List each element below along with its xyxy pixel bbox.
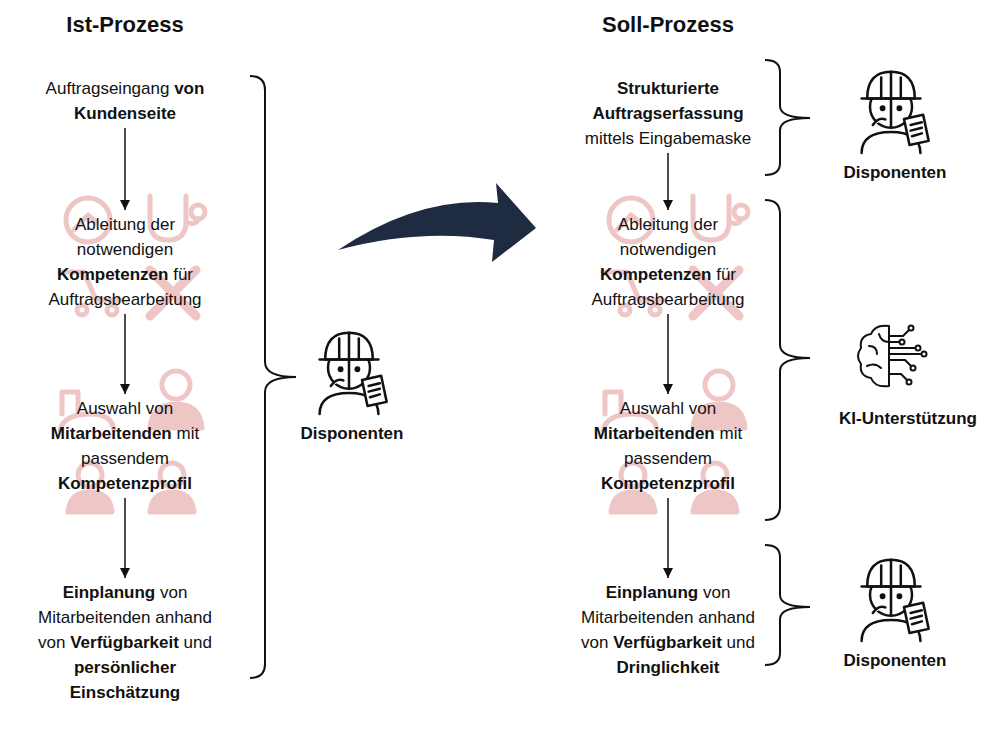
text-run: Auftragseingang	[46, 79, 175, 98]
text-run: anhand	[155, 608, 212, 627]
transition-arrow	[338, 183, 536, 262]
step-text: Auftragseingang von Kundenseite	[15, 76, 235, 126]
text-run: passendem	[624, 449, 712, 468]
text-run: von	[174, 79, 204, 98]
text-run: von	[146, 399, 173, 418]
text-run: notwendigen	[77, 240, 173, 259]
dispatcher-icon	[862, 72, 929, 153]
text-run: Verfügbarkeit	[613, 633, 726, 652]
curly-bracket	[765, 545, 810, 665]
text-run: notwendigen	[620, 240, 716, 259]
text-run: passendem	[81, 449, 169, 468]
curly-bracket	[250, 76, 296, 678]
text-run: Mitarbeitenden	[594, 424, 720, 443]
text-run: von	[689, 399, 716, 418]
text-run: Dringlichkeit	[617, 658, 720, 677]
dispatcher-icon	[320, 333, 387, 414]
text-run: Kompetenzprofil	[601, 474, 735, 493]
text-run: Einschätzung	[70, 683, 181, 702]
ai-brain-icon	[858, 326, 927, 387]
text-run: Mitarbeitenden	[581, 608, 698, 627]
process-step: Auswahl von Mitarbeitenden mit passendem…	[15, 396, 235, 496]
text-run: Auswahl	[620, 399, 689, 418]
step-text: Strukturierte Auftragserfassung mittels …	[558, 76, 778, 151]
text-run: von	[160, 583, 187, 602]
step-text: Auswahl von Mitarbeitenden mit passendem…	[558, 396, 778, 496]
text-run: der	[694, 215, 719, 234]
text-run: Kundenseite	[74, 104, 176, 123]
process-step: Auswahl von Mitarbeitenden mit passendem…	[558, 396, 778, 496]
text-run: Ableitung	[75, 215, 151, 234]
section-title: Soll-Prozess	[602, 11, 734, 39]
text-run: Strukturierte	[617, 79, 719, 98]
role-label: KI-Unterstützung	[839, 407, 977, 430]
flow-arrow	[667, 498, 669, 578]
text-run: für	[716, 265, 736, 284]
text-run: für	[173, 265, 193, 284]
flow-arrow	[667, 153, 669, 210]
role-label: Disponenten	[844, 161, 947, 184]
text-run: mittels	[585, 129, 639, 148]
flow-arrow	[124, 314, 126, 394]
flow-arrow	[124, 498, 126, 578]
text-run: Auswahl	[77, 399, 146, 418]
text-run: und	[184, 633, 212, 652]
step-text: Ableitung der notwendigen Kompetenzen fü…	[558, 212, 778, 312]
role-label: Disponenten	[844, 649, 947, 672]
process-step: Ableitung der notwendigen Kompetenzen fü…	[558, 212, 778, 312]
text-run: von	[38, 633, 70, 652]
text-run: Auftragserfassung	[592, 104, 743, 123]
text-run: mit	[719, 424, 742, 443]
process-step: Strukturierte Auftragserfassung mittels …	[558, 76, 778, 151]
text-run: von	[703, 583, 730, 602]
flow-arrow	[667, 314, 669, 394]
text-run: Mitarbeitenden	[38, 608, 155, 627]
text-run: Verfügbarkeit	[70, 633, 183, 652]
role-label: Disponenten	[301, 422, 404, 445]
text-run: Eingabemaske	[639, 129, 751, 148]
text-run: Auftragsbearbeitung	[591, 290, 744, 309]
process-step: Ableitung der notwendigen Kompetenzen fü…	[15, 212, 235, 312]
step-text: Ableitung der notwendigen Kompetenzen fü…	[15, 212, 235, 312]
text-run: und	[727, 633, 755, 652]
text-run: von	[581, 633, 613, 652]
text-run: Auftragsbearbeitung	[48, 290, 201, 309]
dispatcher-icon	[862, 560, 929, 641]
process-step: Einplanung von Mitarbeitenden anhand von…	[558, 580, 778, 680]
process-step: Auftragseingang von Kundenseite	[15, 76, 235, 126]
text-run: Kompetenzen	[600, 265, 716, 284]
process-step: Einplanung von Mitarbeitenden anhand von…	[15, 580, 235, 705]
text-run: der	[151, 215, 176, 234]
text-run: Mitarbeitenden	[51, 424, 177, 443]
curly-bracket	[765, 60, 810, 175]
text-run: mit	[176, 424, 199, 443]
text-run: Ableitung	[618, 215, 694, 234]
background-icons	[60, 196, 205, 512]
text-run: anhand	[698, 608, 755, 627]
text-run: Kompetenzprofil	[58, 474, 192, 493]
section-title: Ist-Prozess	[66, 11, 183, 39]
text-run: Einplanung	[63, 583, 160, 602]
text-run: persönlicher	[74, 658, 176, 677]
background-icons	[603, 196, 748, 512]
text-run: Kompetenzen	[57, 265, 173, 284]
text-run: Einplanung	[606, 583, 703, 602]
curly-bracket	[765, 200, 810, 520]
step-text: Einplanung von Mitarbeitenden anhand von…	[15, 580, 235, 705]
flow-arrow	[124, 128, 126, 210]
step-text: Auswahl von Mitarbeitenden mit passendem…	[15, 396, 235, 496]
step-text: Einplanung von Mitarbeitenden anhand von…	[558, 580, 778, 680]
